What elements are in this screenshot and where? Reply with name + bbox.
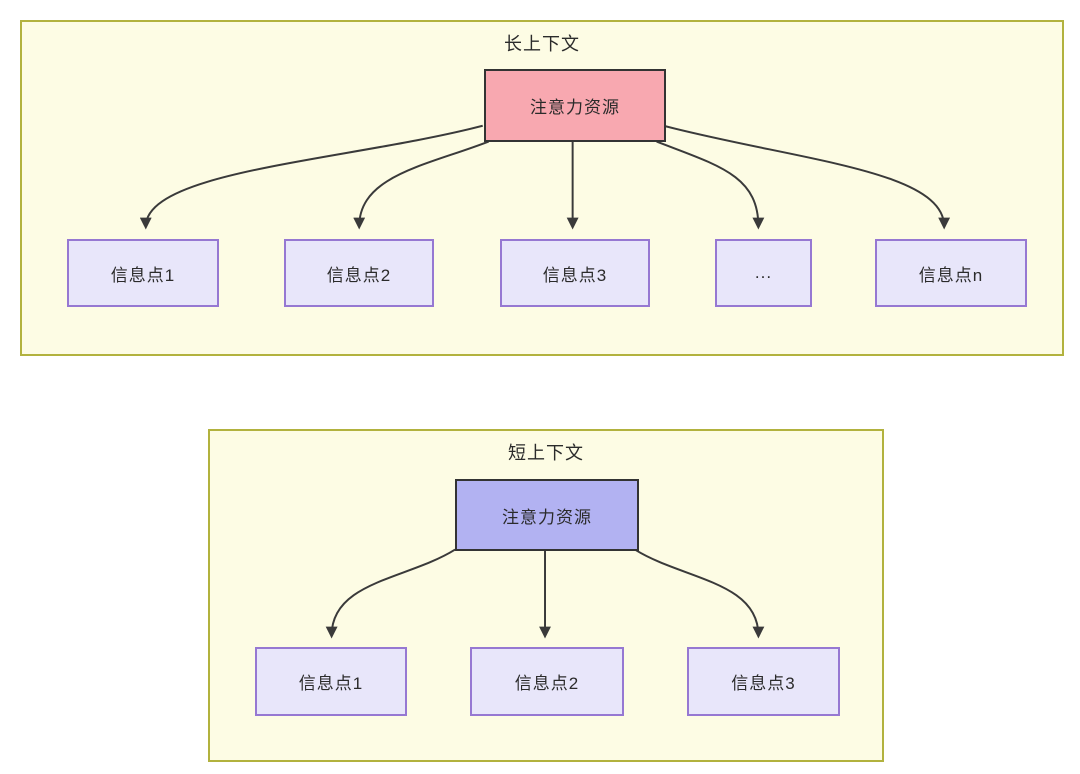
attention-resource-label: 注意力资源 (502, 507, 592, 527)
info-box-3: 信息点3 (500, 239, 650, 307)
info-box-n: 信息点n (875, 239, 1027, 307)
info-box-label: 信息点3 (731, 674, 796, 693)
short-context-section: 短上下文 注意力资源 信息点1 信息点2 信息点3 (208, 429, 884, 762)
arrow-to-info-n (663, 124, 951, 230)
attention-resource-label: 注意力资源 (530, 98, 620, 117)
arrow-to-info-3 (634, 548, 765, 639)
info-box-1: 信息点1 (67, 239, 219, 307)
arrow-to-info-1 (325, 548, 456, 639)
info-box-ellipsis: ... (715, 239, 812, 307)
arrow-to-info-2 (353, 140, 489, 230)
long-context-section: 长上下文 注意力资源 信息点1 信息点2 信息点3 ... (20, 20, 1064, 356)
info-box-label: ... (754, 263, 773, 282)
info-box-2: 信息点2 (284, 239, 434, 307)
attention-resource-box-short: 注意力资源 (455, 479, 639, 551)
long-context-title: 长上下文 (504, 34, 580, 54)
attention-resource-box-long: 注意力资源 (484, 69, 666, 142)
arrow-to-info-1 (139, 124, 483, 230)
info-box-label: 信息点2 (514, 674, 580, 693)
info-box-3: 信息点3 (687, 647, 840, 716)
info-box-1: 信息点1 (255, 647, 407, 716)
info-box-label: 信息点1 (110, 265, 176, 285)
info-box-label: 信息点n (918, 265, 984, 285)
info-box-label: 信息点2 (326, 265, 392, 285)
info-box-label: 信息点1 (298, 674, 364, 693)
short-context-title: 短上下文 (508, 443, 584, 463)
info-box-2: 信息点2 (470, 647, 624, 716)
info-box-label: 信息点3 (542, 265, 608, 285)
arrow-to-info-ellipsis (656, 140, 765, 230)
